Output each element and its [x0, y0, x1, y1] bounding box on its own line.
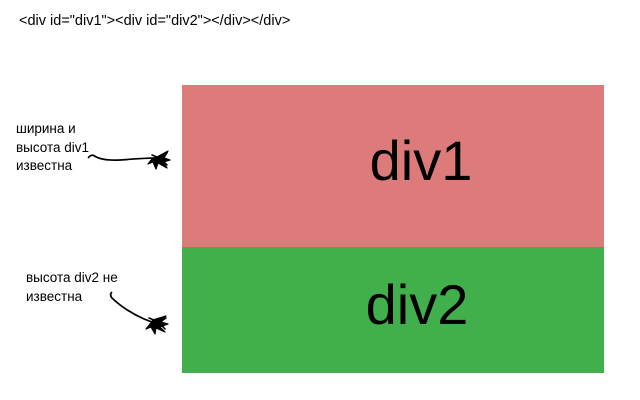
annotation-div1-size-known: ширина и высота div1 известна: [16, 120, 89, 176]
div2-label: div2: [365, 273, 469, 336]
annotation-div2-height-unknown: высота div2 не известна: [26, 269, 118, 306]
annotation-1-line-2: высота div1: [16, 139, 90, 155]
div1-label: div1: [369, 129, 473, 192]
annotation-1-line-1: ширина и: [16, 121, 76, 136]
annotation-2-line-2: известна: [26, 288, 83, 304]
annotation-2-arrow-icon: [109, 291, 169, 335]
div1-rectangle: div1 div2: [182, 85, 604, 373]
annotation-1-line-3: известна: [16, 158, 73, 173]
annotation-1-arrow-icon: [87, 150, 171, 170]
code-caption: <div id="div1"><div id="div2"></div></di…: [19, 13, 291, 29]
annotation-2-line-1: высота div2 не: [26, 270, 118, 285]
div2-rectangle: div2: [182, 247, 604, 373]
